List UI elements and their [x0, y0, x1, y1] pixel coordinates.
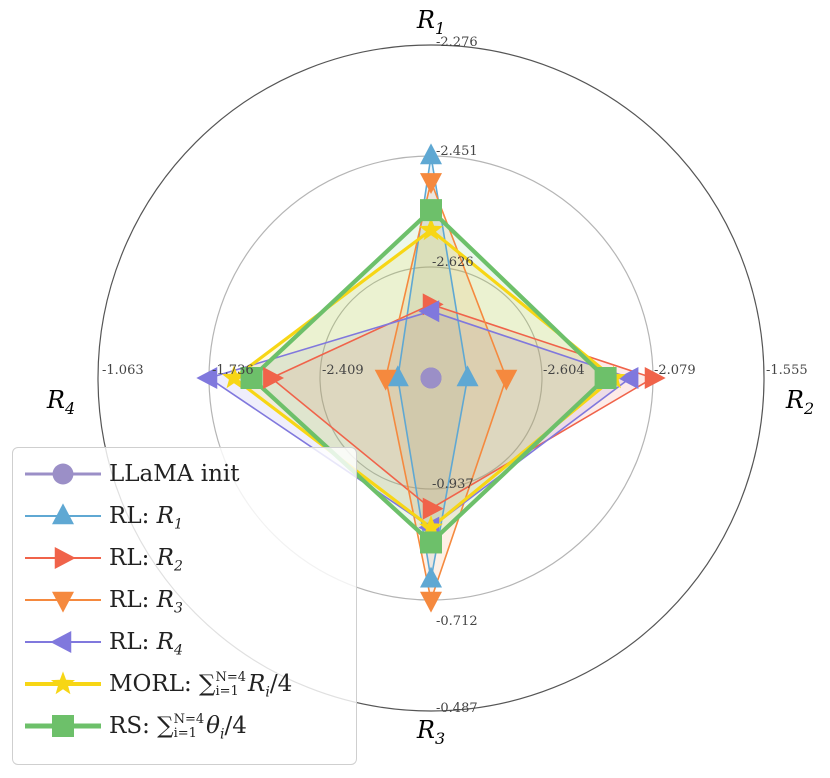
marker-2-2	[422, 497, 444, 520]
grid-ring-1	[319, 266, 543, 490]
legend-marker-3	[52, 591, 74, 613]
legend-item-1: RL: R1	[13, 496, 356, 536]
marker-3-2	[420, 591, 442, 613]
legend-item-3: RL: R3	[13, 580, 356, 620]
legend-item-2: RL: R2	[13, 538, 356, 578]
marker-2-1	[644, 367, 666, 389]
legend-symbol-3	[25, 591, 101, 613]
legend-label-3: RL: R3	[109, 587, 183, 617]
axis-label-r2: R2	[785, 386, 814, 418]
marker-3-0	[420, 173, 442, 195]
legend-label-0: LLaMA init	[109, 461, 240, 487]
legend-symbol-0	[25, 463, 101, 485]
legend-var-4: R	[156, 629, 174, 655]
marker-5-2	[418, 514, 444, 538]
legend-symbol-2	[25, 547, 101, 569]
legend-symbol-4	[25, 631, 101, 653]
tick-r2-outer: -1.555	[766, 363, 808, 378]
legend-prefix-1: RL:	[109, 503, 157, 529]
legend-item-4: RL: R4	[13, 622, 356, 662]
tick-r4-outer: -1.063	[102, 363, 144, 378]
legend-prefix-3: RL:	[109, 587, 157, 613]
marker-6-2	[420, 531, 442, 554]
marker-6-1	[594, 367, 617, 389]
marker-1-2	[420, 566, 442, 588]
legend-symbol-1	[25, 503, 101, 525]
legend-marker-1	[52, 503, 74, 525]
marker-0-3	[420, 367, 442, 389]
legend-prefix-5: MORL: ∑	[109, 671, 216, 697]
marker-3-3	[374, 369, 397, 391]
marker-1-3	[386, 365, 409, 387]
legend-marker-0	[52, 463, 74, 485]
marker-4-3	[196, 367, 218, 389]
legend-var-5: R	[248, 671, 266, 697]
legend-label-4: RL: R4	[109, 629, 183, 659]
legend-prefix-4: RL:	[109, 629, 157, 655]
marker-3-1	[495, 369, 518, 391]
marker-5-0	[418, 217, 444, 241]
tick-labels: -2.276 -2.451 -2.626 -1.555 -2.079 -2.604 -0.4…	[102, 35, 808, 716]
legend-label-2: RL: R2	[109, 545, 183, 575]
series-fill-4	[209, 311, 631, 528]
tick-r2-ring2: -2.079	[654, 363, 696, 378]
legend-var-3: R	[156, 587, 174, 613]
legend-var-2: R	[156, 545, 174, 571]
legend-item-0: LLaMA init	[13, 454, 356, 494]
legend-var-6: θ	[206, 713, 220, 739]
legend-prefix-6: RS: ∑	[109, 713, 174, 739]
tick-r1-ring1: -2.626	[432, 255, 474, 270]
tick-r1-ring2: -2.451	[436, 144, 478, 159]
legend-label-1: RL: R1	[109, 503, 183, 533]
legend-prefix-0: LLaMA init	[109, 461, 240, 487]
tick-r3-ring2: -0.712	[436, 614, 478, 629]
tick-r4-ring2: -1.736	[212, 363, 254, 378]
marker-1-0	[420, 143, 442, 165]
legend-marker-2	[54, 547, 76, 569]
tick-r3-ring1: -0.937	[432, 477, 474, 492]
marker-6-0	[420, 199, 442, 222]
tick-r3-outer: -0.487	[436, 701, 478, 716]
series-markers	[196, 143, 666, 613]
axis-label-r4: R4	[46, 386, 75, 418]
marker-2-3	[263, 367, 284, 389]
marker-4-1	[617, 367, 639, 389]
marker-5-3	[221, 365, 246, 389]
legend-marker-6	[52, 715, 74, 737]
tick-r2-ring1: -2.604	[543, 363, 585, 378]
outer-ring	[97, 44, 765, 712]
legend-marker-5	[50, 671, 76, 695]
axis-label-r3: R3	[416, 716, 445, 748]
tick-r1-outer: -2.276	[436, 35, 478, 50]
legend-marker-4	[50, 631, 72, 653]
legend-prefix-2: RL:	[109, 545, 157, 571]
axis-label-r1: R1	[416, 6, 445, 38]
legend-var-1: R	[156, 503, 174, 529]
marker-4-0	[418, 300, 440, 323]
marker-6-3	[240, 367, 263, 389]
marker-1-1	[456, 365, 479, 387]
tick-r4-ring1: -2.409	[322, 363, 364, 378]
legend-symbol-6	[25, 715, 101, 737]
legend-symbol-5	[25, 671, 101, 695]
